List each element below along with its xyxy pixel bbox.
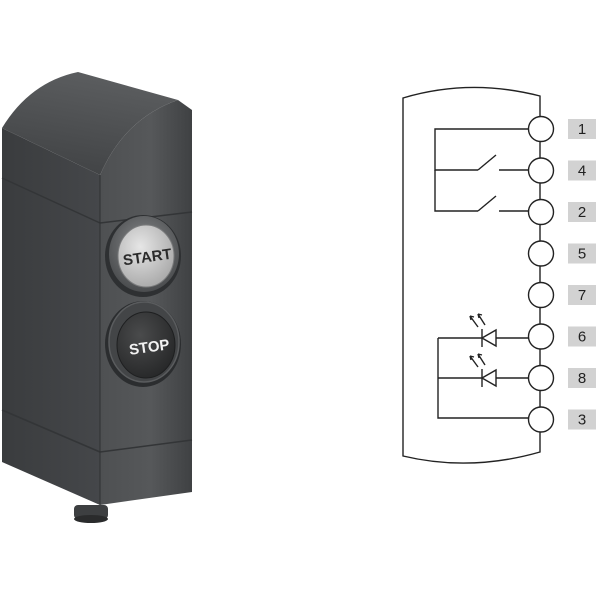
- stop-button[interactable]: STOP: [105, 301, 181, 387]
- terminal-2: [527, 198, 555, 226]
- led-1-diode: [480, 328, 497, 348]
- housing-seam-lower-front: [99, 439, 193, 453]
- stop-button-label: STOP: [128, 336, 171, 358]
- terminal-5: [527, 240, 555, 267]
- enclosure-outline: [402, 86, 541, 464]
- start-button-label: START: [122, 246, 173, 270]
- terminal-label-box: [568, 243, 596, 264]
- terminal-number: 3: [578, 412, 586, 429]
- cable-gland: [74, 505, 108, 519]
- terminal-8: [527, 364, 555, 392]
- terminal-4: [527, 157, 555, 184]
- led-common-wire: [437, 338, 528, 419]
- housing-top-face: [2, 72, 178, 175]
- terminal-3: [527, 406, 555, 433]
- led-2-diode: [480, 368, 497, 388]
- terminal-label-box: [568, 285, 596, 305]
- terminal-number: 5: [578, 246, 586, 263]
- led-2-arrow-b: [477, 353, 483, 359]
- housing-seam-lower-side: [1, 409, 101, 453]
- led-2-ray-a: [469, 355, 479, 368]
- terminal-number: 7: [578, 287, 586, 304]
- common-wire-upper: [434, 128, 530, 171]
- start-button-face: [117, 224, 175, 288]
- terminal-label-box: [568, 326, 596, 347]
- housing-seam-upper-side: [1, 177, 101, 224]
- terminal-1: [527, 115, 555, 143]
- terminal-label-box: [568, 202, 596, 222]
- common-wire-lower: [434, 170, 478, 212]
- led-2-arrow-a: [469, 355, 475, 361]
- start-button[interactable]: START: [105, 215, 181, 297]
- terminal-7: [527, 281, 555, 309]
- terminal-number: 1: [578, 121, 586, 138]
- contact-nc-switch: [477, 195, 497, 212]
- led-1-arrow-b: [477, 313, 483, 319]
- housing-side-face: [2, 128, 100, 505]
- led-1-arrow-a: [469, 315, 475, 321]
- wiring-diagram: [402, 86, 541, 464]
- terminal-strip: 1 4 2 5 7 6 8 3: [527, 115, 596, 433]
- cable-gland-bottom: [74, 515, 108, 523]
- terminal-label-box: [568, 119, 596, 139]
- terminal-number: 6: [578, 329, 586, 346]
- stop-button-face: [116, 311, 176, 379]
- terminal-number: 2: [578, 204, 586, 221]
- terminal-label-box: [568, 160, 596, 181]
- terminal-label-box: [568, 368, 596, 388]
- terminal-6: [527, 323, 555, 350]
- pushbutton-station: START STOP: [1, 72, 193, 523]
- led-1-ray-a: [469, 315, 479, 328]
- terminal-number: 4: [578, 163, 586, 180]
- terminal-label-box: [568, 409, 596, 430]
- terminal-number: 8: [578, 370, 586, 387]
- contact-no-switch: [477, 154, 497, 171]
